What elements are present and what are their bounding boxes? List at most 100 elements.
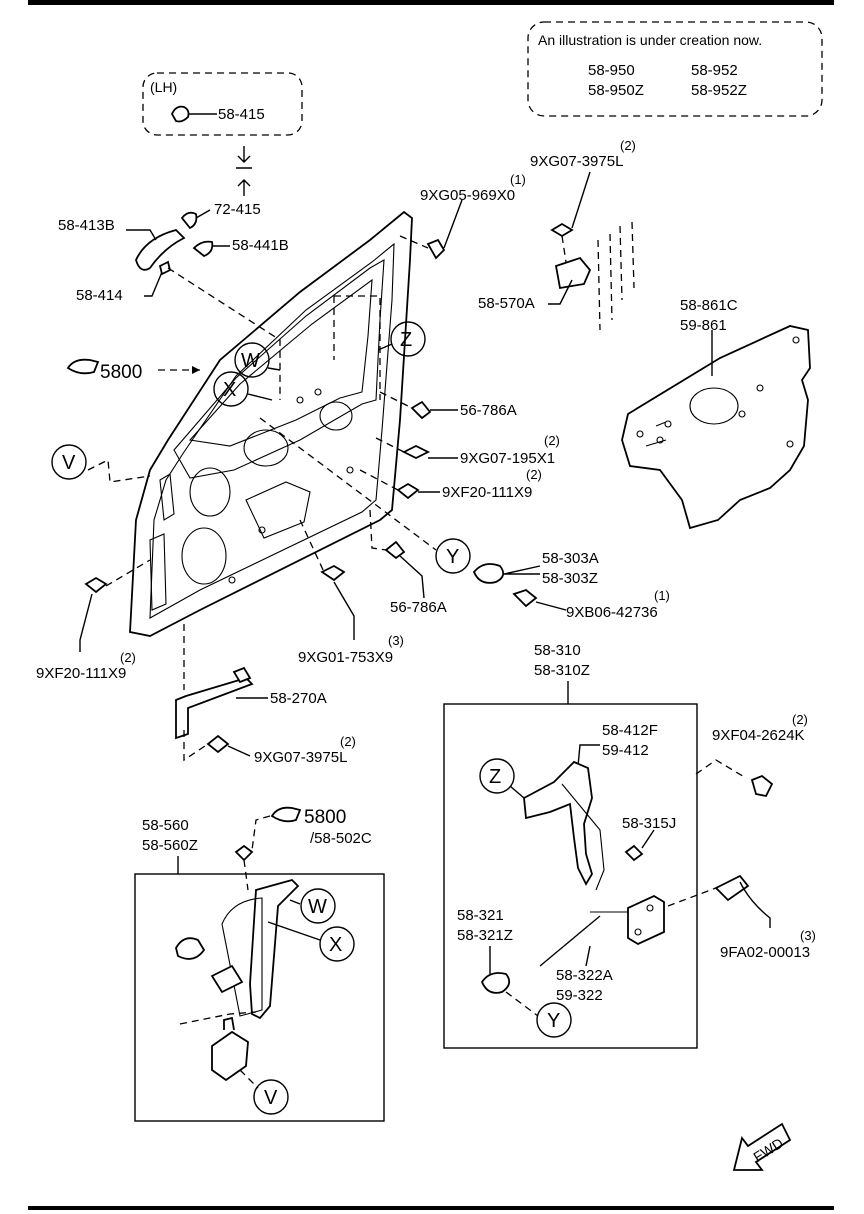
part-label: 58-310Z [534, 662, 590, 679]
stopper-icon [170, 105, 190, 123]
window-regulator-part [175, 878, 300, 1020]
ref-circle-z: Z [479, 758, 515, 794]
ref-circle-z: Z [390, 321, 426, 357]
bolt-icon [320, 564, 346, 582]
svg-text:X: X [329, 934, 342, 956]
part-label: 58-861C [680, 297, 738, 314]
svg-text:Y: Y [547, 1010, 560, 1032]
svg-text:W: W [241, 350, 260, 372]
bolt-icon [550, 222, 574, 238]
pointing-hand-icon [66, 358, 100, 375]
part-label: 59-412 [602, 742, 649, 759]
part-label: 9XG07-195X1 [460, 450, 555, 467]
quantity-label: (1) [654, 588, 670, 603]
door-handle-part [126, 228, 186, 271]
part-label: 56-786A [390, 599, 447, 616]
quantity-label: (2) [526, 467, 542, 482]
quantity-label: (2) [620, 138, 636, 153]
quantity-label: (2) [340, 734, 356, 749]
clip-icon [410, 400, 432, 420]
part-label: 58-570A [478, 295, 535, 312]
grommet-icon [472, 563, 505, 584]
callout-subtext: /58-502C [310, 830, 372, 847]
latch-part [627, 894, 665, 946]
svg-text:Z: Z [400, 329, 412, 351]
clip-icon [384, 540, 406, 560]
part-label: 58-412F [602, 722, 658, 739]
door-check-part [175, 666, 254, 740]
notice-text: An illustration is under creation now. [538, 32, 762, 48]
cap-icon [180, 211, 198, 230]
stopper-icon [192, 240, 214, 258]
handle-icon [480, 972, 511, 994]
part-label: 58-270A [270, 690, 327, 707]
top-rule [28, 0, 834, 5]
quantity-label: (3) [800, 928, 816, 943]
latch-assembly-box [443, 703, 698, 1049]
svg-text:V: V [264, 1087, 278, 1109]
part-label: 58-303A [542, 550, 599, 567]
callout-text: 5800 [100, 362, 142, 383]
ref-circle-w: W [300, 888, 336, 924]
part-label: 9XG05-969X0 [420, 187, 515, 204]
bolt-icon [206, 734, 230, 754]
nut-icon [84, 576, 108, 594]
part-label: 58-321 [457, 907, 504, 924]
part-label: 58-322A [556, 967, 613, 984]
quantity-label: (1) [510, 172, 526, 187]
part-label: 58-441B [232, 237, 289, 254]
svg-text:V: V [62, 452, 76, 474]
quantity-label: (2) [544, 433, 560, 448]
regulator-callout: 5800 /58-502C [251, 806, 372, 851]
notice-part: 58-952Z [691, 82, 747, 99]
lh-title: (LH) [150, 79, 177, 95]
part-label: 58-413B [58, 217, 115, 234]
part-label: 58-321Z [457, 927, 513, 944]
nut-icon [396, 482, 420, 500]
svg-text:X: X [223, 379, 236, 401]
part-label: 9XG07-3975L [530, 153, 623, 170]
ref-circle-y: Y [435, 538, 471, 574]
part-label: 72-415 [214, 201, 261, 218]
svg-text:W: W [308, 896, 327, 918]
svg-text:Z: Z [489, 766, 501, 788]
notice-part: 58-950Z [588, 82, 644, 99]
ref-circle-v: V [51, 444, 87, 480]
notice-part: 58-950 [588, 62, 635, 79]
pointing-hand-icon [270, 806, 302, 823]
part-label: 9FA02-00013 [720, 944, 810, 961]
door-panel [129, 210, 413, 637]
part-label: 56-786A [460, 402, 517, 419]
striker-part [714, 874, 771, 928]
ref-circle-y: Y [536, 1002, 572, 1038]
clip-icon [234, 844, 254, 862]
regulator-motor-part [211, 1016, 249, 1082]
latch-rod-assembly [523, 760, 605, 891]
part-label: 9XF20-111X9 [36, 665, 126, 682]
part-label: 58-560Z [142, 837, 198, 854]
part-label: 9XF04-2624K [712, 727, 805, 744]
clip-icon [624, 844, 644, 862]
clip-icon [426, 238, 446, 260]
quantity-label: (3) [388, 633, 404, 648]
svg-text:Y: Y [446, 546, 459, 568]
trim-panel [621, 325, 811, 530]
bolt-icon [401, 444, 431, 460]
part-label: 58-414 [76, 287, 123, 304]
quantity-label: (2) [120, 650, 136, 665]
screw-icon [512, 588, 538, 608]
callout-text: 5800 [304, 807, 346, 828]
ref-circle-x: X [319, 926, 355, 962]
part-label: 58-303Z [542, 570, 598, 587]
notice-box: An illustration is under creation now. 5… [527, 21, 823, 117]
regulator-box [134, 873, 385, 1122]
part-label: 58-560 [142, 817, 189, 834]
quantity-label: (2) [792, 712, 808, 727]
ref-circle-x: X [213, 371, 249, 407]
ref-circle-w: W [234, 342, 270, 378]
bottom-rule [28, 1206, 834, 1210]
swap-arrows-icon [236, 146, 252, 196]
fwd-arrow-icon: FWD [732, 1122, 792, 1171]
